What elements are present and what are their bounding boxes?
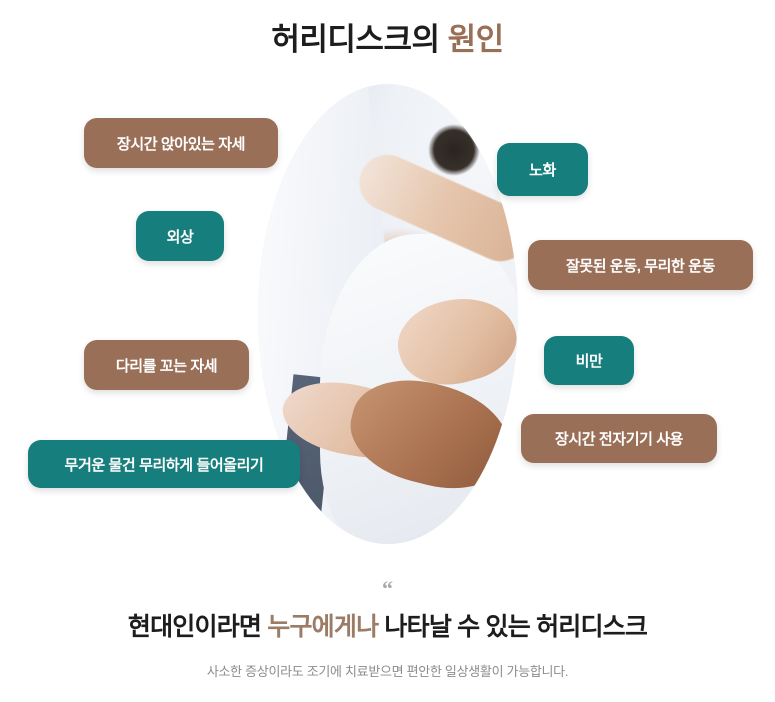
page-title-main: 허리디스크의 — [271, 22, 448, 57]
cause-pill-device-use[interactable]: 장시간 전자기기 사용 — [521, 414, 717, 463]
cause-pill-sitting[interactable]: 장시간 앉아있는 자세 — [84, 118, 278, 168]
hero-photo-image — [258, 84, 518, 544]
footer-heading-part1: 현대인이라면 — [127, 613, 268, 641]
footer-heading-part2: 나타날 수 있는 허리디스크 — [378, 613, 648, 641]
cause-pill-crossed-legs[interactable]: 다리를 꼬는 자세 — [84, 340, 249, 390]
footer-subtitle: 사소한 증상이라도 조기에 치료받으면 편안한 일상생활이 가능합니다. — [206, 664, 569, 679]
cause-pill-obesity[interactable]: 비만 — [544, 336, 634, 385]
page-title: 허리디스크의 원인 — [0, 14, 775, 60]
cause-pill-aging[interactable]: 노화 — [497, 143, 588, 196]
page-title-accent: 원인 — [447, 22, 505, 57]
quote-mark-icon: “ — [382, 576, 393, 601]
cause-pill-trauma[interactable]: 외상 — [136, 211, 224, 261]
hero-photo — [258, 84, 518, 544]
footer-heading: 현대인이라면 누구에게나 나타날 수 있는 허리디스크 — [0, 611, 775, 644]
cause-pill-exercise[interactable]: 잘못된 운동, 무리한 운동 — [528, 240, 753, 290]
footer-heading-accent: 누구에게나 — [267, 613, 379, 641]
cause-pill-heavy-lifting[interactable]: 무거운 물건 무리하게 들어올리기 — [28, 440, 300, 488]
